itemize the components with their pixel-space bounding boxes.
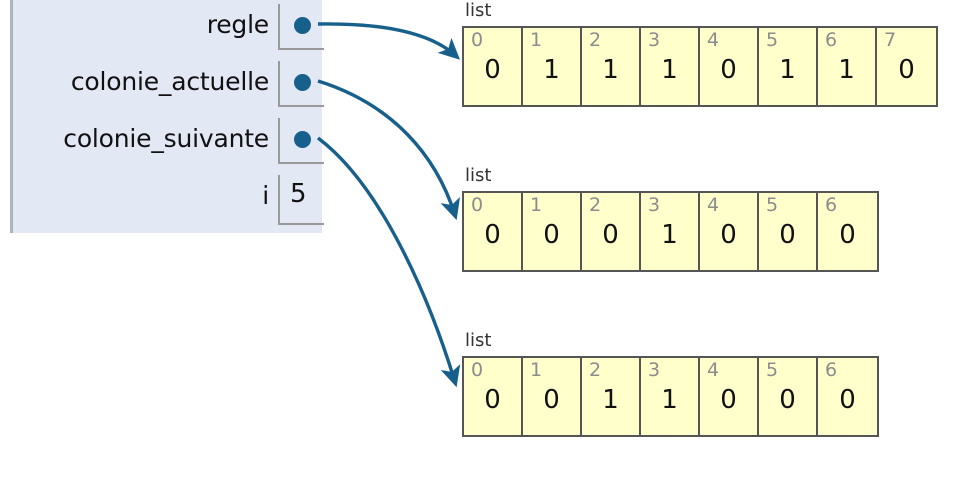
cell-value: 1 (838, 55, 855, 85)
list-cell: 5 0 (759, 193, 818, 270)
list-cell: 3 1 (641, 358, 700, 435)
list-table-0: 0 0 1 1 2 1 3 1 4 0 5 1 6 1 7 0 (462, 26, 938, 107)
variable-name-colonie-actuelle: colonie_actuelle (70, 67, 269, 96)
variable-slot-colonie-suivante (278, 118, 324, 164)
cell-value: 0 (484, 385, 501, 415)
cell-index: 7 (884, 29, 897, 51)
arrow-colonie-actuelle-to-list-1 (317, 79, 460, 221)
variable-name-i: i (262, 181, 269, 210)
list-cell: 0 0 (464, 28, 523, 105)
list-cell: 5 1 (759, 28, 818, 105)
cell-index: 0 (471, 359, 484, 381)
variable-slot-regle (278, 4, 324, 50)
list-cell: 2 1 (582, 358, 641, 435)
cell-value: 0 (720, 385, 737, 415)
list-cell: 6 1 (818, 28, 877, 105)
cell-value: 0 (602, 220, 619, 250)
cell-index: 5 (766, 359, 779, 381)
stack-frame: regle colonie_actuelle colonie_suivante … (10, 0, 325, 233)
list-cell: 6 0 (818, 358, 877, 435)
cell-value: 1 (543, 55, 560, 85)
cell-index: 1 (530, 194, 543, 216)
cell-value: 0 (720, 220, 737, 250)
cell-index: 4 (707, 29, 720, 51)
cell-index: 4 (707, 359, 720, 381)
pointer-dot-regle (294, 17, 311, 34)
cell-index: 2 (589, 359, 602, 381)
cell-index: 4 (707, 194, 720, 216)
list-table-2: 0 0 1 0 2 1 3 1 4 0 5 0 6 0 (462, 356, 879, 437)
cell-value: 0 (484, 55, 501, 85)
variable-row-i: i 5 (13, 171, 325, 233)
list-cell: 1 0 (523, 358, 582, 435)
list-cell: 3 1 (641, 193, 700, 270)
list-cell: 4 0 (700, 193, 759, 270)
cell-index: 1 (530, 359, 543, 381)
cell-value: 1 (661, 55, 678, 85)
arrow-regle-to-list-0 (317, 22, 461, 60)
list-table-1: 0 0 1 0 2 0 3 1 4 0 5 0 6 0 (462, 191, 879, 272)
list-object-1: list 0 0 1 0 2 0 3 1 4 0 5 0 6 0 (462, 167, 879, 272)
list-cell: 4 0 (700, 358, 759, 435)
list-type-label-2: list (465, 330, 492, 351)
cell-value: 1 (779, 55, 796, 85)
list-cell: 5 0 (759, 358, 818, 435)
cell-value: 1 (602, 55, 619, 85)
cell-value: 1 (602, 385, 619, 415)
cell-value: 0 (779, 385, 796, 415)
list-type-label-1: list (465, 165, 492, 186)
cell-index: 5 (766, 194, 779, 216)
cell-index: 2 (589, 194, 602, 216)
arrow-colonie-suivante-to-list-2 (316, 136, 461, 388)
cell-index: 0 (471, 29, 484, 51)
cell-value: 0 (720, 55, 737, 85)
cell-index: 3 (648, 194, 661, 216)
cell-index: 3 (648, 359, 661, 381)
variable-slot-colonie-actuelle (278, 61, 324, 107)
variable-row-colonie-actuelle: colonie_actuelle (13, 57, 325, 114)
cell-index: 0 (471, 194, 484, 216)
list-cell: 6 0 (818, 193, 877, 270)
cell-value: 0 (484, 220, 501, 250)
cell-value: 0 (839, 220, 856, 250)
cell-value: 1 (661, 385, 678, 415)
list-cell: 7 0 (877, 28, 936, 105)
cell-index: 3 (648, 29, 661, 51)
cell-value: 1 (661, 220, 678, 250)
variable-row-colonie-suivante: colonie_suivante (13, 114, 325, 171)
list-cell: 1 1 (523, 28, 582, 105)
cell-value: 0 (543, 220, 560, 250)
variable-value-i: 5 (290, 179, 307, 209)
list-type-label-0: list (465, 0, 492, 21)
cell-value: 0 (779, 220, 796, 250)
list-object-0: list 0 0 1 1 2 1 3 1 4 0 5 1 6 1 (462, 2, 938, 107)
cell-index: 1 (530, 29, 543, 51)
cell-index: 2 (589, 29, 602, 51)
list-cell: 4 0 (700, 28, 759, 105)
list-object-2: list 0 0 1 0 2 1 3 1 4 0 5 0 6 0 (462, 332, 879, 437)
cell-value: 0 (898, 55, 915, 85)
list-cell: 0 0 (464, 358, 523, 435)
variable-slot-i: 5 (278, 175, 324, 225)
cell-index: 6 (825, 359, 838, 381)
list-cell: 2 1 (582, 28, 641, 105)
cell-value: 0 (839, 385, 856, 415)
list-cell: 0 0 (464, 193, 523, 270)
pointer-dot-colonie-suivante (294, 131, 311, 148)
cell-value: 0 (543, 385, 560, 415)
variable-name-regle: regle (206, 10, 270, 39)
cell-index: 5 (766, 29, 779, 51)
list-cell: 2 0 (582, 193, 641, 270)
variable-name-colonie-suivante: colonie_suivante (63, 124, 269, 153)
cell-index: 6 (825, 29, 838, 51)
pointer-dot-colonie-actuelle (294, 74, 311, 91)
cell-index: 6 (825, 194, 838, 216)
list-cell: 3 1 (641, 28, 700, 105)
variable-row-regle: regle (13, 0, 325, 57)
list-cell: 1 0 (523, 193, 582, 270)
